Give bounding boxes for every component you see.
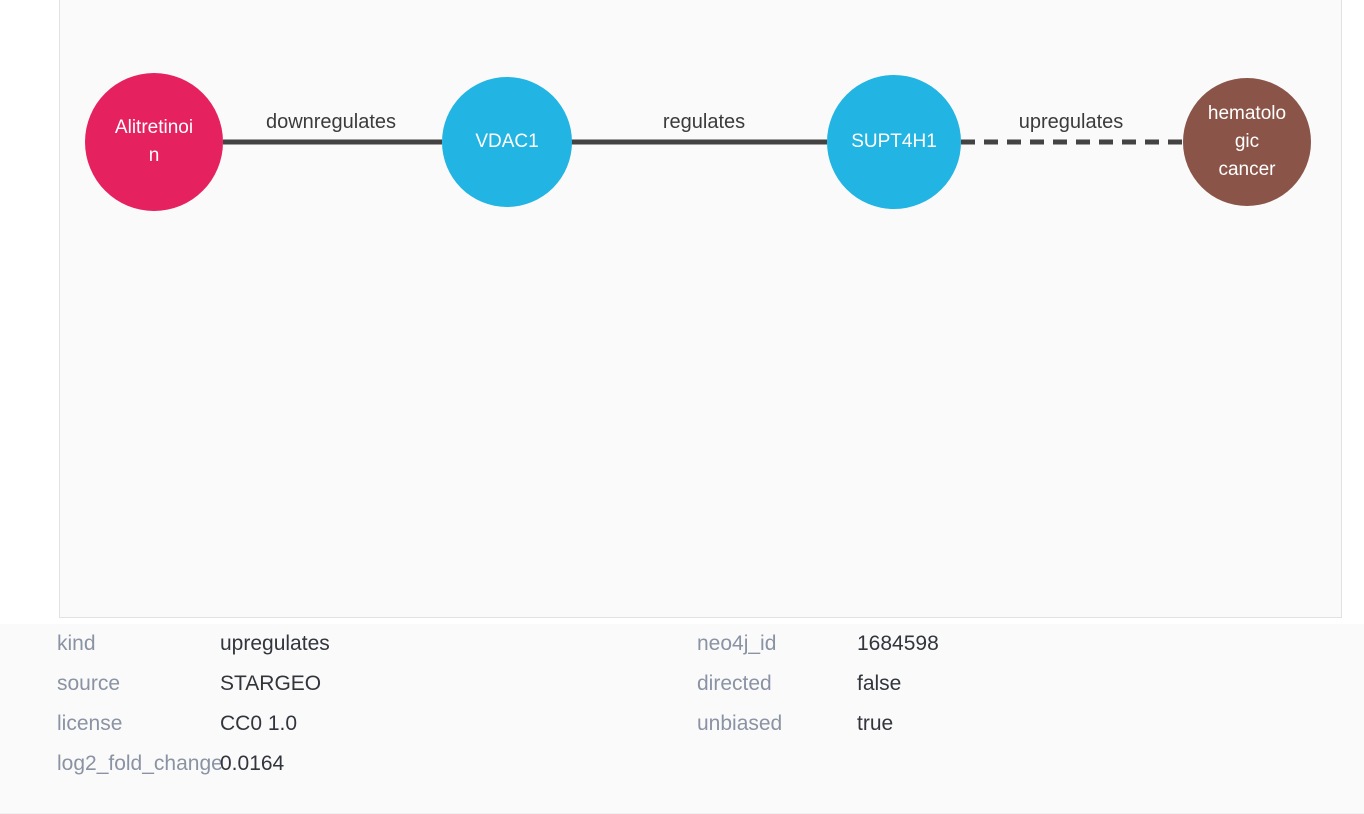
- node-circle-vdac1[interactable]: [442, 77, 572, 207]
- property-key-directed: directed: [697, 672, 772, 695]
- node-vdac1[interactable]: VDAC1: [442, 77, 572, 207]
- node-circle-alitretinoin[interactable]: [85, 73, 223, 211]
- edges-layer: [223, 126, 1183, 158]
- property-value-unbiased: true: [857, 712, 894, 735]
- property-key-unbiased: unbiased: [697, 712, 783, 735]
- property-value-neo4j_id: 1684598: [857, 632, 939, 655]
- edge-label-supt4h1-vdac1: regulates: [663, 111, 745, 133]
- node-circle-supt4h1[interactable]: [827, 75, 961, 209]
- edge-label-alitretinoin-vdac1: downregulates: [266, 111, 396, 133]
- property-key-source: source: [57, 672, 121, 695]
- property-key-neo4j_id: neo4j_id: [697, 632, 777, 655]
- property-row: kind upregulates: [57, 624, 697, 664]
- property-row: neo4j_id 1684598: [697, 624, 1337, 664]
- node-circle-hematologic-cancer[interactable]: [1183, 78, 1311, 206]
- property-row: directed false: [697, 664, 1337, 704]
- property-value-directed: false: [857, 672, 902, 695]
- property-value-license: CC0 1.0: [220, 712, 298, 735]
- property-row: source STARGEO: [57, 664, 697, 704]
- properties-columns: kind upregulates source STARGEO license CC0 1…: [0, 624, 1364, 784]
- properties-right-column: neo4j_id 1684598 directed false unbiased true: [697, 624, 1337, 784]
- property-key-kind: kind: [57, 632, 96, 655]
- property-key-log2_fold_change: log2_fold_change: [57, 752, 223, 775]
- property-key-license: license: [57, 712, 123, 735]
- edge-labels-layer: downregulates regulates upregulates: [266, 111, 1123, 133]
- node-supt4h1[interactable]: SUPT4H1: [827, 75, 961, 209]
- property-value-kind: upregulates: [220, 632, 330, 655]
- property-value-log2_fold_change: 0.0164: [220, 752, 285, 775]
- property-row: license CC0 1.0: [57, 704, 697, 744]
- edge-label-supt4h1-hematologic: upregulates: [1019, 111, 1124, 133]
- edge-properties-panel: kind upregulates source STARGEO license CC0 1…: [0, 624, 1364, 814]
- property-value-source: STARGEO: [220, 672, 322, 695]
- property-row: unbiased true: [697, 704, 1337, 744]
- properties-left-column: kind upregulates source STARGEO license CC0 1…: [57, 624, 697, 784]
